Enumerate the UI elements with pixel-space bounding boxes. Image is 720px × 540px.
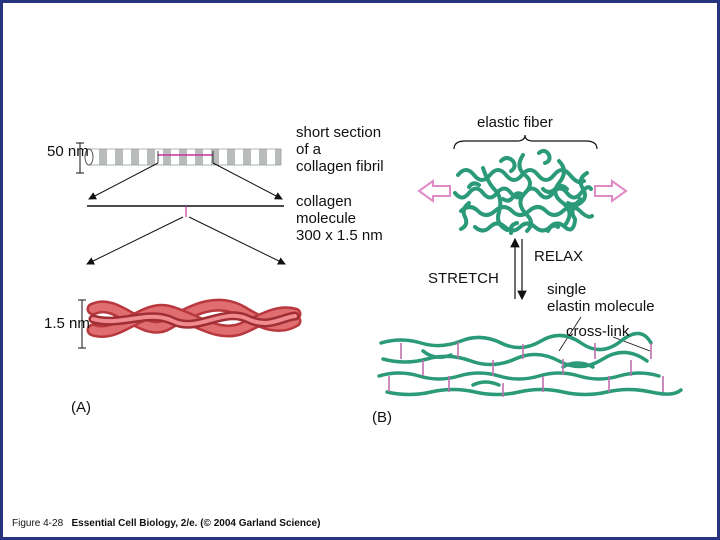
caption-figure-number: Figure 4-28 [12,518,64,529]
crosslink-label: cross-link [566,323,630,340]
panel-a-letter: (A) [71,399,91,416]
molecule-label-line-2: molecule [296,210,357,227]
collagen-fibril [84,148,282,166]
molecule-label: collagen molecule 300 x 1.5 nm [296,193,383,244]
expand-arrow-left [88,162,159,200]
slide: 50 nm short section of a collagen fibril… [3,3,717,537]
crosslinks [388,342,664,397]
figure-caption: Figure 4-28 Essential Cell Biology, 2/e.… [12,518,320,529]
stretch-arrow-right [594,179,628,203]
expand-arrow-left-2 [86,216,184,265]
helix-diameter-bar [78,299,86,349]
relax-label: RELAX [534,248,584,265]
elastin-pointer [558,316,582,352]
elastin-molecule-label: single elastin molecule [547,281,655,315]
fibril-label: short section of a collagen fibril [296,124,384,175]
expand-arrow-right-2 [188,216,286,265]
expand-arrow-right [212,162,283,200]
stretch-arrow-left [417,179,451,203]
relaxed-elastin-network [453,148,594,235]
elastin-label-line-1: single [547,281,587,298]
fibril-label-line-1: short section [296,124,382,141]
fibril-diameter-bar [76,142,84,174]
fibril-label-line-2: of a [296,141,322,158]
elastic-fiber-label: elastic fiber [477,114,553,131]
elastin-label-line-2: elastin molecule [547,298,655,315]
crosslink-pointer [612,336,651,352]
helix-diameter-label: 1.5 nm [44,315,90,332]
fibril-diameter-text: 50 nm [47,143,89,160]
fibril-label-line-3: collagen fibril [296,158,384,175]
figure-drawing [76,134,683,397]
panel-b-letter: (B) [372,409,392,426]
stretch-label: STRETCH [428,270,499,287]
elastic-fiber-brace [453,134,598,150]
caption-source: Essential Cell Biology, 2/e. (© 2004 Gar… [71,518,321,529]
fibril-diameter-label: 50 nm [47,143,89,160]
molecule-label-line-3: 300 x 1.5 nm [296,227,383,244]
stretched-elastin-network [377,331,683,397]
collagen-triple-helix [86,298,302,338]
molecule-label-line-1: collagen [296,193,352,210]
